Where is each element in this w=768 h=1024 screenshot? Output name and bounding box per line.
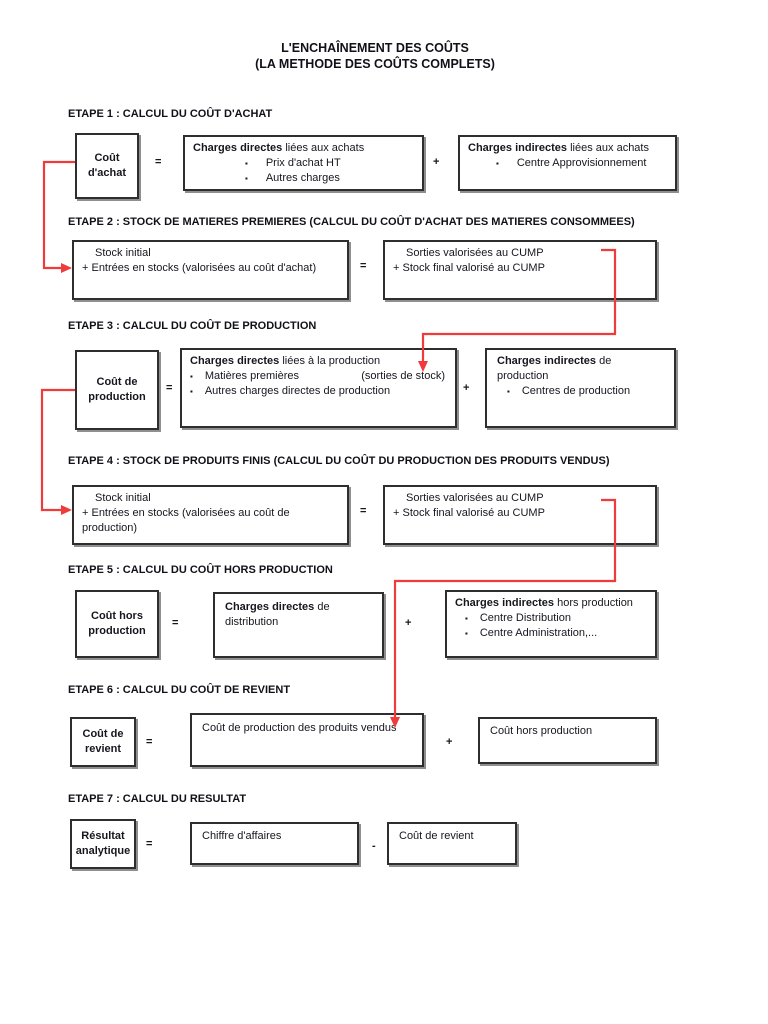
step2-equals: =	[360, 260, 367, 272]
step4-equals: =	[360, 505, 367, 517]
stock-line2: + Stock final valorisé au CUMP	[393, 262, 545, 274]
step2-stock-output-box: Sorties valorisées au CUMP + Stock final…	[383, 240, 657, 300]
box-title: Charges indirectes hors production	[455, 596, 647, 611]
step6-production-cost-box: Coût de production des produits vendus	[190, 713, 424, 767]
step7-header: ETAPE 7 : CALCUL DU RESULTAT	[68, 793, 247, 805]
arrow-cout-achat-to-stock-mp	[42, 160, 75, 270]
step3-result-box: Coût de production	[75, 350, 159, 430]
square-bullet-icon: ▪	[465, 614, 468, 623]
box-title: Charges directes liées aux achats	[193, 141, 414, 156]
step7-equals: =	[146, 838, 153, 850]
bullet-text: Centres de production	[521, 385, 631, 397]
box-title-bold: Charges directes	[225, 601, 315, 613]
bullet-item: ▪ Centre Distribution	[465, 611, 647, 626]
stock-line2: + Entrées en stocks (valorisées au coût …	[82, 507, 290, 534]
step7-result-box: Résultat analytique	[70, 819, 136, 869]
arrowhead-right-icon	[61, 263, 72, 273]
step7-revenue-box: Chiffre d'affaires	[190, 822, 359, 865]
step1-result-box: Coût d'achat	[75, 133, 139, 199]
bullet-item: ▪ Autres charges directes de production	[190, 384, 447, 399]
step2-stock-input-box: Stock initial + Entrées en stocks (valor…	[72, 240, 349, 300]
stock-line1: Sorties valorisées au CUMP	[406, 492, 544, 504]
step5-header: ETAPE 5 : CALCUL DU COÛT HORS PRODUCTION	[68, 564, 333, 576]
box-title-rest: de distribution	[225, 601, 330, 628]
box-title: Charges indirectes liées aux achats	[468, 141, 667, 156]
page-title-line2: (LA METHODE DES COÛTS COMPLETS)	[255, 57, 495, 71]
bullet-item: ▪ Autres charges	[245, 171, 414, 186]
step1-header: ETAPE 1 : CALCUL DU COÛT D'ACHAT	[68, 108, 273, 120]
square-bullet-icon: ▪	[507, 387, 510, 396]
step6-equals: =	[146, 736, 153, 748]
step6-header: ETAPE 6 : CALCUL DU COÛT DE REVIENT	[68, 684, 291, 696]
stock-line2: + Stock final valorisé au CUMP	[393, 507, 545, 519]
square-bullet-icon: ▪	[245, 159, 248, 168]
stock-line2: + Entrées en stocks (valorisées au coût …	[82, 262, 317, 274]
bullet-text: Matières premières	[204, 370, 299, 382]
step3-header: ETAPE 3 : CALCUL DU COÛT DE PRODUCTION	[68, 320, 317, 332]
arrow-cout-production-to-stock-pf	[40, 388, 75, 512]
bullet-text: Autres charges	[265, 172, 340, 184]
step5-plus: +	[405, 617, 412, 629]
square-bullet-icon: ▪	[465, 629, 468, 638]
box-title-bold: Charges indirectes	[468, 142, 568, 154]
stock-line1: Stock initial	[95, 492, 151, 504]
step2-header: ETAPE 2 : STOCK DE MATIERES PREMIERES (C…	[68, 216, 635, 228]
box-title-rest: hors production	[554, 597, 633, 609]
box-title-rest: liées à la production	[279, 355, 381, 367]
bullet-item: ▪ Prix d'achat HT	[245, 156, 414, 171]
stock-exit-note: (sorties de stock)	[361, 370, 445, 382]
box-title-bold: Charges directes	[193, 142, 283, 154]
bullet-text: Centre Administration,...	[479, 627, 598, 639]
page-title-line1: L'ENCHAÎNEMENT DES COÛTS	[281, 41, 469, 55]
bullet-item: ▪ Centre Approvisionnement	[496, 156, 667, 171]
box-title-bold: Charges indirectes	[497, 355, 597, 367]
arrowhead-right-icon	[61, 505, 72, 515]
box-title-rest: liées aux achats	[282, 142, 365, 154]
step7-cost-box: Coût de revient	[387, 822, 517, 865]
step5-indirect-charges-box: Charges indirectes hors production ▪ Cent…	[445, 590, 657, 658]
box-title: Charges directes liées à la production	[190, 354, 447, 369]
box-title-rest: liées aux achats	[567, 142, 649, 154]
page-title: L'ENCHAÎNEMENT DES COÛTS (LA METHODE DES…	[0, 40, 750, 72]
step6-plus: +	[446, 736, 453, 748]
step3-indirect-charges-box: Charges indirectes de production ▪ Centre…	[485, 348, 676, 428]
step3-equals: =	[166, 382, 173, 394]
stock-line1: Stock initial	[95, 247, 151, 259]
bullet-text: Prix d'achat HT	[265, 157, 341, 169]
bullet-item: ▪ Matières premières (sorties de stock)	[190, 369, 447, 384]
step7-minus: -	[372, 840, 376, 852]
step5-result-box: Coût hors production	[75, 590, 159, 658]
square-bullet-icon: ▪	[245, 174, 248, 183]
step4-header: ETAPE 4 : STOCK DE PRODUITS FINIS (CALCU…	[68, 455, 610, 467]
step6-nonproduction-cost-box: Coût hors production	[478, 717, 657, 764]
step3-plus: +	[463, 382, 470, 394]
square-bullet-icon: ▪	[496, 159, 499, 168]
step6-result-box: Coût de revient	[70, 717, 136, 767]
bullet-text: Centre Approvisionnement	[516, 157, 647, 169]
bullet-item: ▪ Centres de production	[507, 384, 664, 399]
bullet-item: ▪ Centre Administration,...	[465, 626, 647, 641]
step4-stock-input-box: Stock initial + Entrées en stocks (valor…	[72, 485, 349, 545]
box-title: Charges directes de distribution	[225, 600, 372, 630]
square-bullet-icon: ▪	[190, 372, 193, 381]
step1-indirect-charges-box: Charges indirectes liées aux achats ▪ Cen…	[458, 135, 677, 191]
step3-direct-charges-box: Charges directes liées à la production ▪…	[180, 348, 457, 428]
box-title-bold: Charges directes	[190, 355, 280, 367]
stock-line1: Sorties valorisées au CUMP	[406, 247, 544, 259]
box-title-bold: Charges indirectes	[455, 597, 555, 609]
bullet-text: Centre Distribution	[479, 612, 571, 624]
step1-plus: +	[433, 156, 440, 168]
square-bullet-icon: ▪	[190, 387, 193, 396]
box-title: Charges indirectes de production	[497, 354, 664, 384]
bullet-text: Autres charges directes de production	[204, 385, 391, 397]
step5-equals: =	[172, 617, 179, 629]
step1-equals: =	[155, 156, 162, 168]
step4-stock-output-box: Sorties valorisées au CUMP + Stock final…	[383, 485, 657, 545]
step1-direct-charges-box: Charges directes liées aux achats ▪ Prix …	[183, 135, 424, 191]
step5-direct-charges-box: Charges directes de distribution	[213, 592, 384, 658]
